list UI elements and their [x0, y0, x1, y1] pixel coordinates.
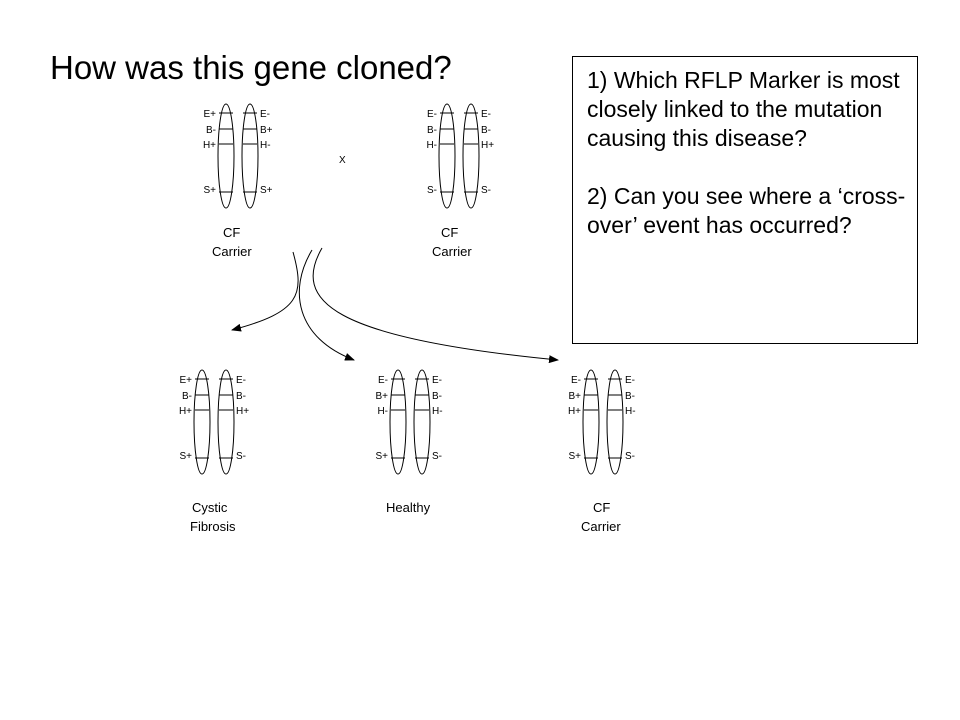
left-chromosome	[193, 369, 211, 475]
marker-label-left: E+	[203, 109, 216, 120]
right-chromosome	[606, 369, 624, 475]
marker-label-left: H-	[426, 140, 437, 151]
marker-label-right: E-	[236, 375, 246, 386]
left-chromosome	[582, 369, 600, 475]
individual-parent-2: E- B- H- S- E- B- H+ S- CF Carrier	[426, 103, 494, 259]
marker-label-left: S+	[179, 451, 192, 462]
marker-label-left: H+	[568, 406, 581, 417]
individual-caption: Carrier	[581, 519, 621, 534]
marker-label-left: E+	[179, 375, 192, 386]
individual-child-3: E- B+ H+ S+ E- B- H- S- CF Carrier	[568, 369, 636, 534]
marker-label-left: B-	[206, 125, 216, 136]
arrow-to-child-3	[312, 247, 559, 364]
marker-label-right: H-	[260, 140, 271, 151]
individual-caption: CF	[441, 225, 458, 240]
right-chromosome	[241, 103, 259, 209]
marker-label-left: B+	[375, 391, 388, 402]
individuals: E+B-H+S+E-B+H-S+CFCarrierE-B-H-S-E-B-H+S…	[179, 103, 636, 534]
individual-caption: Carrier	[432, 244, 472, 259]
right-chromosome	[413, 369, 431, 475]
marker-label-right: S-	[481, 185, 491, 196]
individual-caption: Cystic	[192, 500, 228, 515]
marker-label-right: S-	[625, 451, 635, 462]
marker-label-right: B-	[432, 391, 442, 402]
marker-label-left: B+	[568, 391, 581, 402]
marker-label-left: E-	[571, 375, 581, 386]
marker-label-right: H-	[432, 406, 443, 417]
marker-label-right: E-	[432, 375, 442, 386]
left-chromosome	[438, 103, 456, 209]
arrow-to-child-1	[231, 251, 299, 332]
individual-caption: Fibrosis	[190, 519, 236, 534]
left-chromosome	[217, 103, 235, 209]
individual-parent-1: E+ B- H+ S+ E- B+ H- S+ CF Carrier	[203, 103, 273, 259]
marker-label-left: H+	[203, 140, 216, 151]
marker-label-left: S-	[427, 185, 437, 196]
marker-label-right: B-	[236, 391, 246, 402]
questions-box: 1) Which RFLP Marker is most closely lin…	[572, 56, 918, 344]
marker-label-right: B+	[260, 125, 273, 136]
question-2: 2) Can you see where a ‘cross-over’ even…	[587, 183, 906, 238]
individual-caption: Healthy	[386, 500, 431, 515]
right-chromosome	[217, 369, 235, 475]
individual-caption: Carrier	[212, 244, 252, 259]
marker-label-right: H+	[236, 406, 249, 417]
marker-label-right: S+	[260, 185, 273, 196]
marker-label-right: S-	[432, 451, 442, 462]
arrow-to-child-2	[298, 249, 355, 361]
question-1: 1) Which RFLP Marker is most closely lin…	[587, 67, 900, 151]
marker-label-left: B-	[427, 125, 437, 136]
marker-label-left: E-	[378, 375, 388, 386]
marker-label-left: E-	[427, 109, 437, 120]
marker-label-left: S+	[203, 185, 216, 196]
marker-label-right: E-	[625, 375, 635, 386]
marker-label-right: B-	[481, 125, 491, 136]
marker-label-left: H+	[179, 406, 192, 417]
inheritance-arrows	[231, 247, 559, 364]
marker-label-right: E-	[260, 109, 270, 120]
individual-caption: CF	[593, 500, 610, 515]
page-title: How was this gene cloned?	[50, 49, 452, 86]
cross-symbol: X	[339, 155, 346, 166]
left-chromosome	[389, 369, 407, 475]
marker-label-right: B-	[625, 391, 635, 402]
marker-label-right: H+	[481, 140, 494, 151]
marker-label-left: H-	[377, 406, 388, 417]
marker-label-right: E-	[481, 109, 491, 120]
marker-label-left: S+	[375, 451, 388, 462]
individual-child-2: E- B+ H- S+ E- B- H- S- Healthy	[375, 369, 443, 515]
marker-label-right: S-	[236, 451, 246, 462]
individual-caption: CF	[223, 225, 240, 240]
marker-label-left: S+	[568, 451, 581, 462]
right-chromosome	[462, 103, 480, 209]
marker-label-right: H-	[625, 406, 636, 417]
marker-label-left: B-	[182, 391, 192, 402]
